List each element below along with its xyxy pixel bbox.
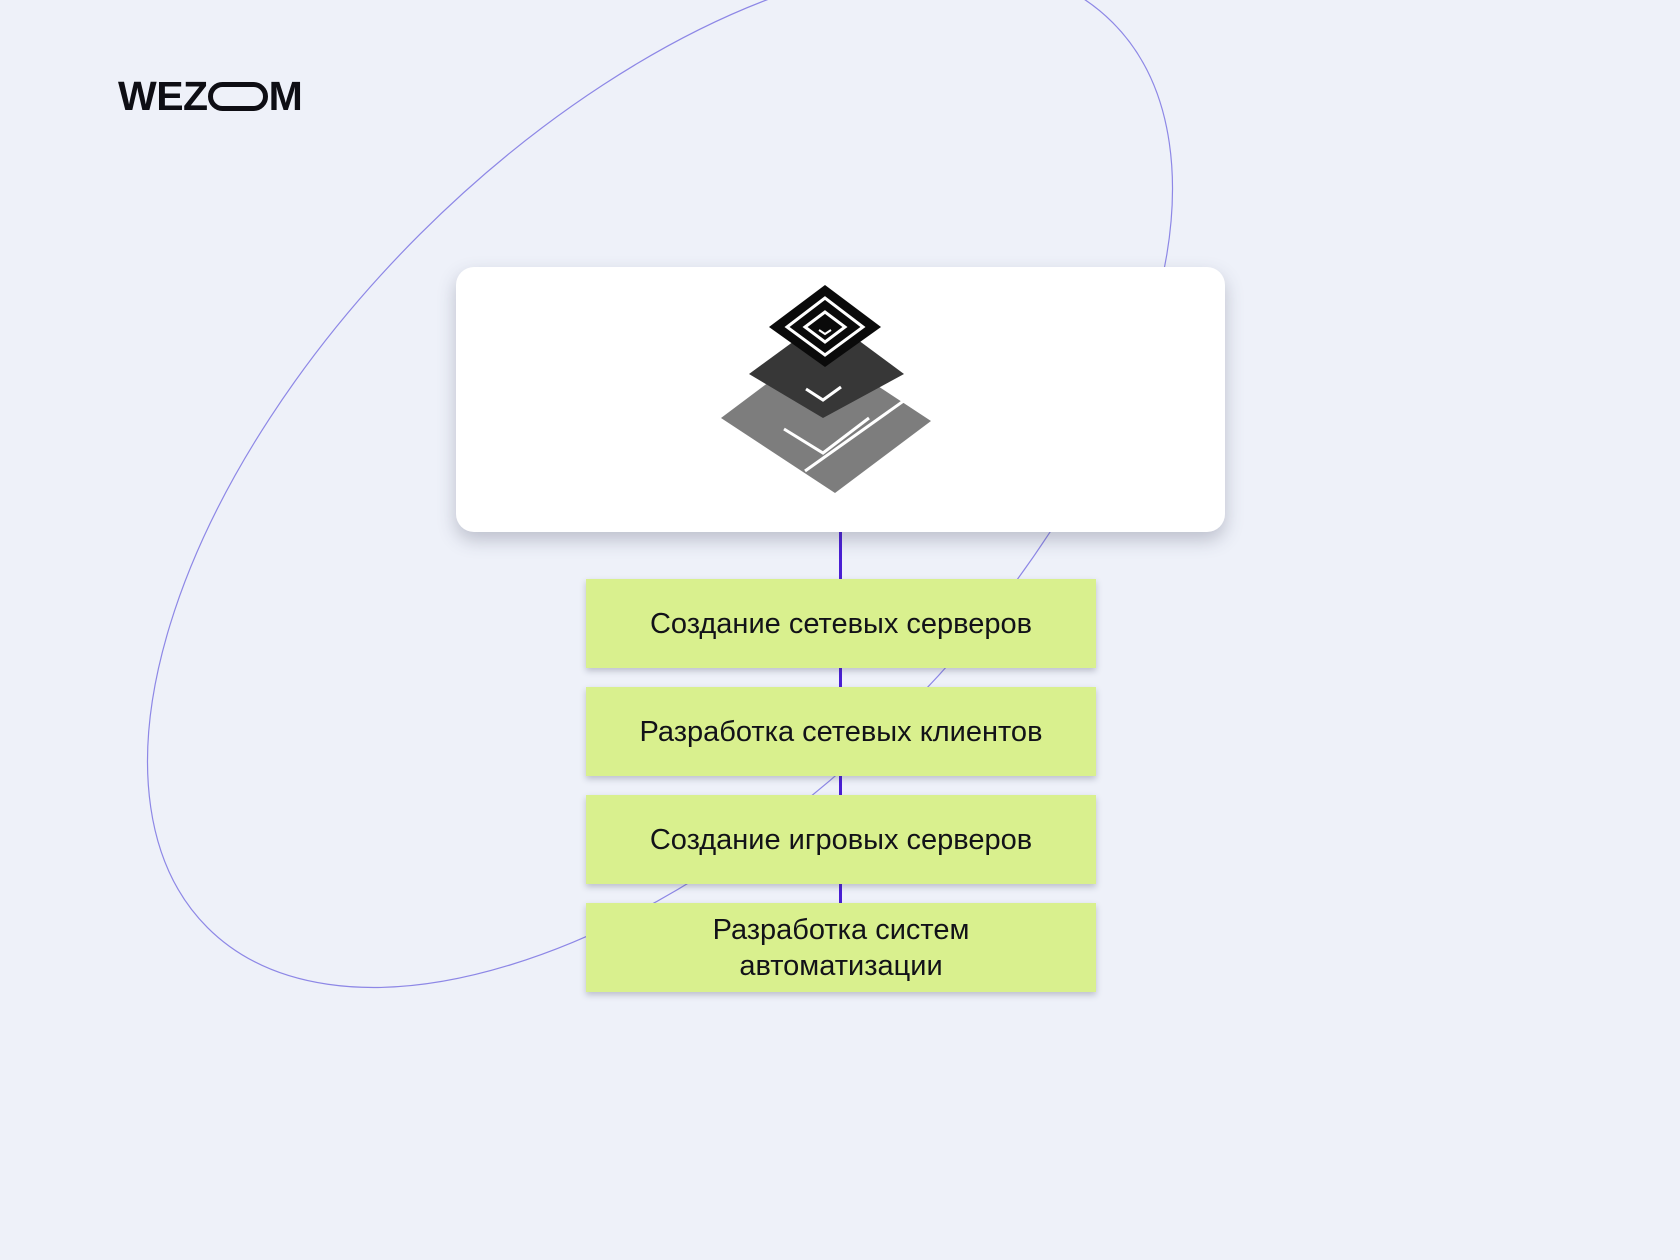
layered-stack-icon (721, 285, 931, 493)
logo-text-suffix: M (268, 73, 303, 119)
service-item-network-servers: Создание сетевых серверов (586, 579, 1096, 668)
service-item-game-servers: Создание игровых серверов (586, 795, 1096, 884)
logo-text-prefix: WEZ (118, 73, 208, 119)
service-item-network-clients: Разработка сетевых клиентов (586, 687, 1096, 776)
wezom-logo: WEZ M (118, 74, 318, 118)
logo-o-shape (207, 81, 268, 111)
service-item-automation-systems: Разработка систем автоматизации (586, 903, 1096, 992)
service-list: Создание сетевых серверов Разработка сет… (586, 579, 1096, 1011)
hero-card (456, 267, 1225, 532)
